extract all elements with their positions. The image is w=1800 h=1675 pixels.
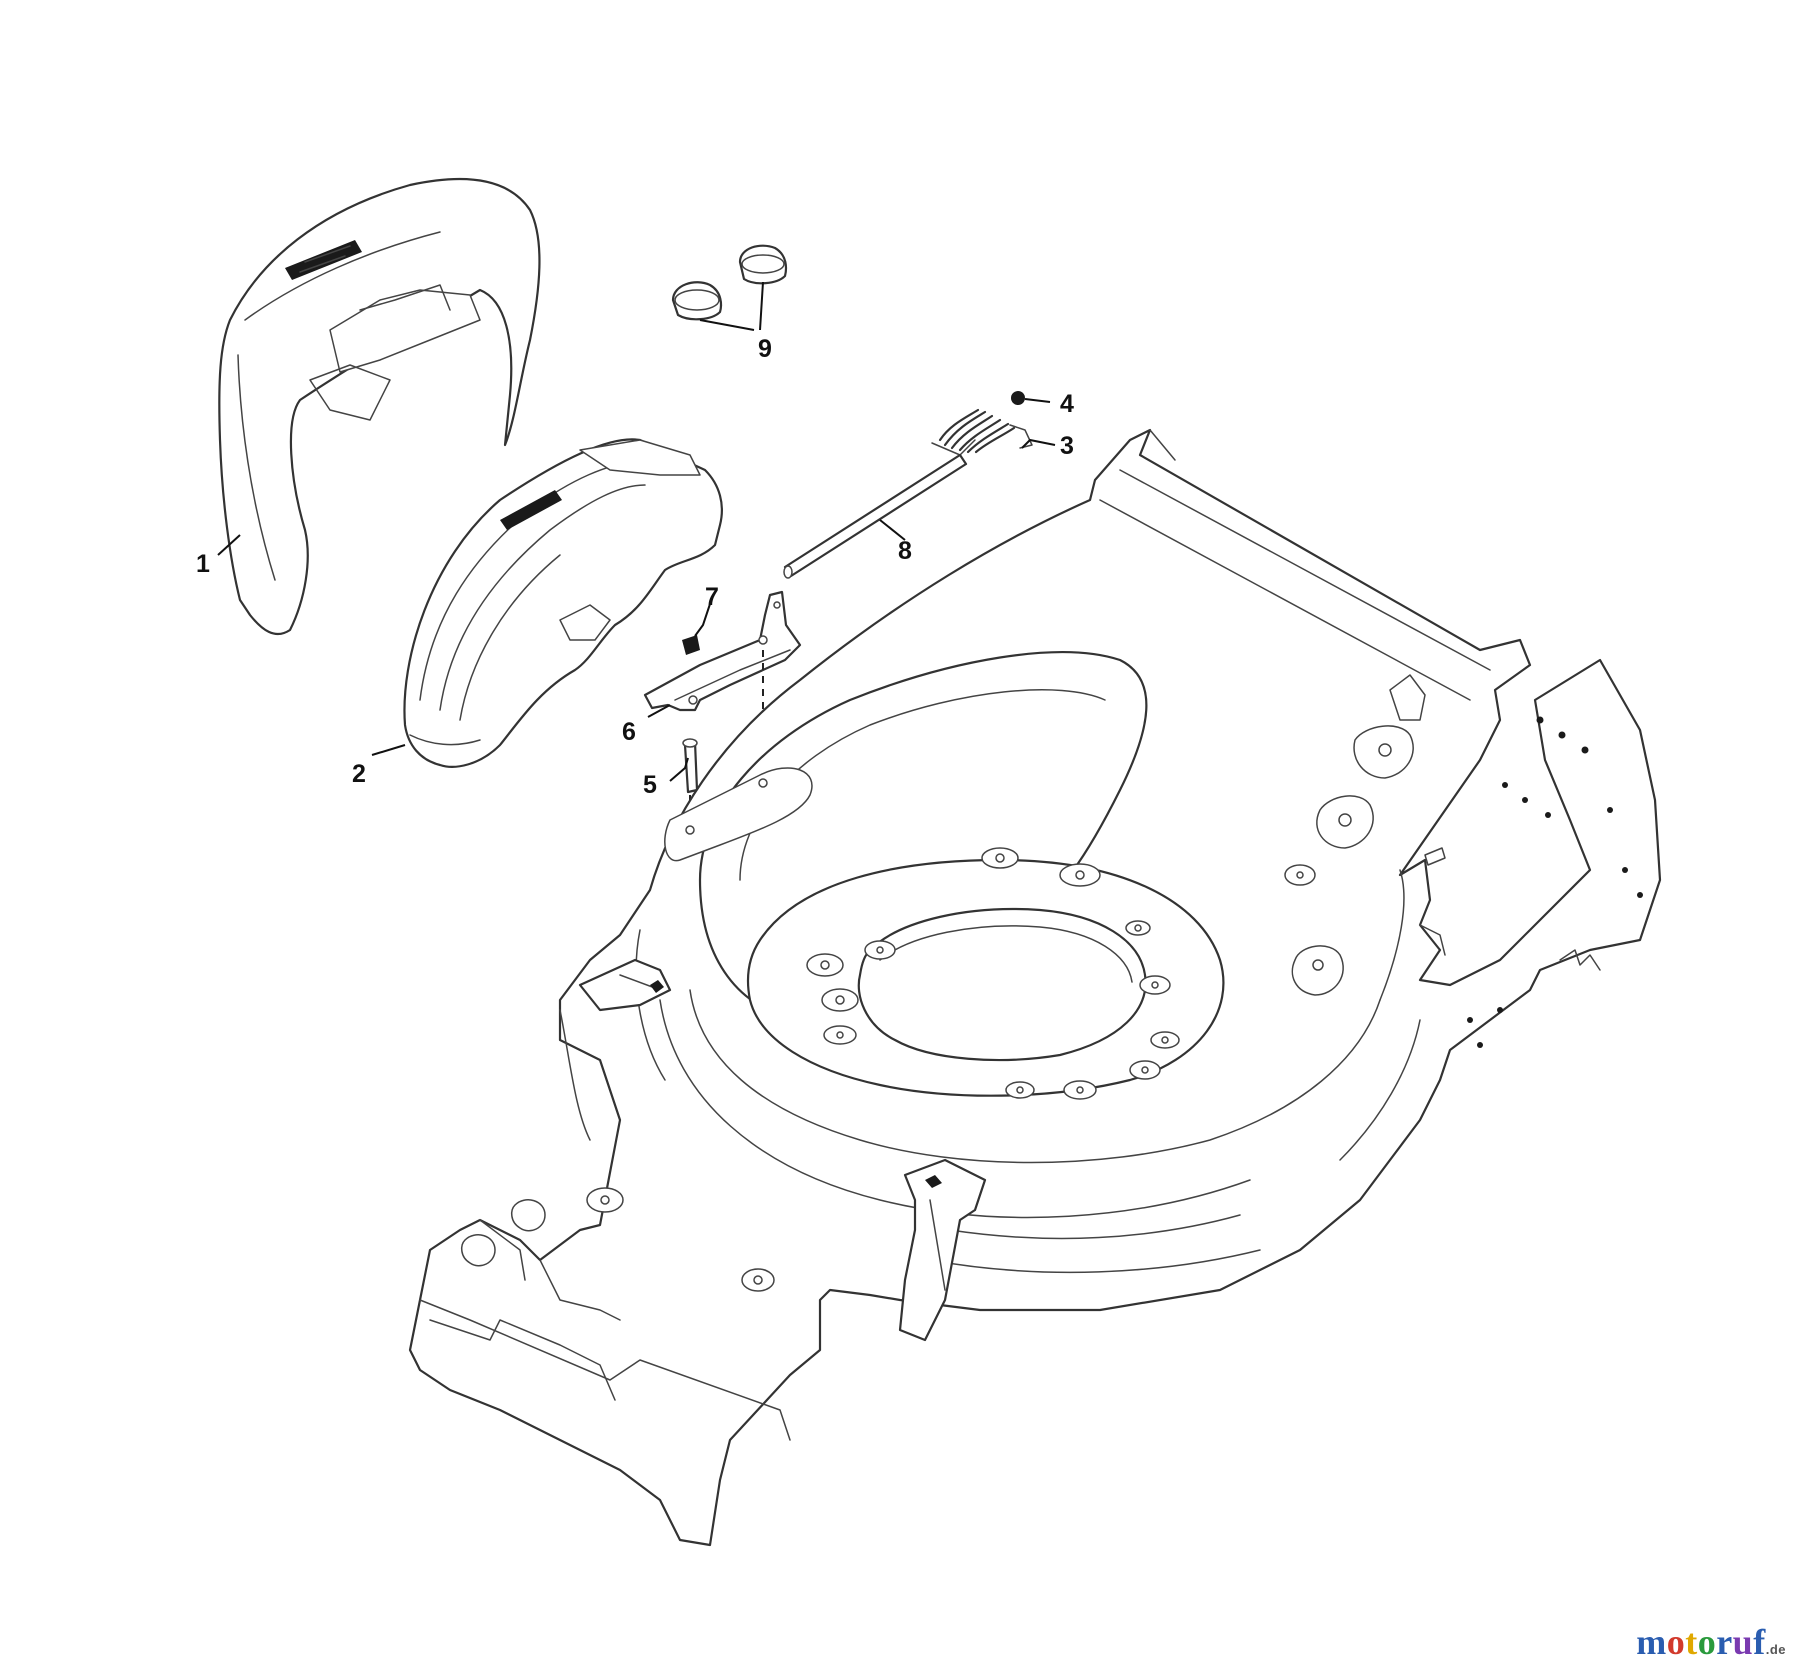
leader-5 xyxy=(669,757,689,782)
callout-labels: 1 2 3 4 5 6 7 8 9 xyxy=(196,335,1074,799)
callout-6: 6 xyxy=(622,718,636,746)
leader-9b xyxy=(759,281,764,331)
watermark-letter: u xyxy=(1732,1622,1754,1662)
part-2-hood xyxy=(403,438,723,768)
watermark-letter: o xyxy=(1666,1622,1686,1662)
leader-9a xyxy=(699,319,755,331)
mower-deck xyxy=(408,428,1662,1547)
part-7-nut xyxy=(682,635,700,655)
part-4-washer xyxy=(1011,391,1025,405)
watermark-tld: .de xyxy=(1765,1642,1786,1657)
callout-7: 7 xyxy=(705,583,719,611)
callout-9: 9 xyxy=(758,335,772,363)
leader-6 xyxy=(647,704,671,718)
part-8-rod xyxy=(783,453,968,579)
part-9-caps xyxy=(671,244,788,321)
callout-8: 8 xyxy=(898,537,912,565)
watermark-letter: m xyxy=(1636,1622,1667,1662)
leader-1 xyxy=(217,534,241,556)
callout-2: 2 xyxy=(352,760,366,788)
leader-7 xyxy=(694,600,712,637)
part-6-bracket xyxy=(643,590,802,712)
watermark-letter: r xyxy=(1716,1622,1733,1662)
watermark-letter: f xyxy=(1753,1622,1766,1662)
leader-2 xyxy=(371,744,406,756)
callout-leaders xyxy=(217,281,1056,782)
callout-4: 4 xyxy=(1060,390,1074,418)
callout-5: 5 xyxy=(643,771,657,799)
part-3-spring xyxy=(931,408,1033,456)
leader-4 xyxy=(1024,398,1051,403)
callout-3: 3 xyxy=(1060,432,1074,460)
leader-3 xyxy=(1021,438,1056,449)
leader-8 xyxy=(879,519,906,541)
motoruf-watermark: motoruf.de xyxy=(1636,1621,1786,1663)
callout-1: 1 xyxy=(196,550,210,578)
watermark-letter: t xyxy=(1685,1622,1698,1662)
part-1-rear-cover xyxy=(218,177,541,636)
watermark-letter: o xyxy=(1697,1622,1717,1662)
